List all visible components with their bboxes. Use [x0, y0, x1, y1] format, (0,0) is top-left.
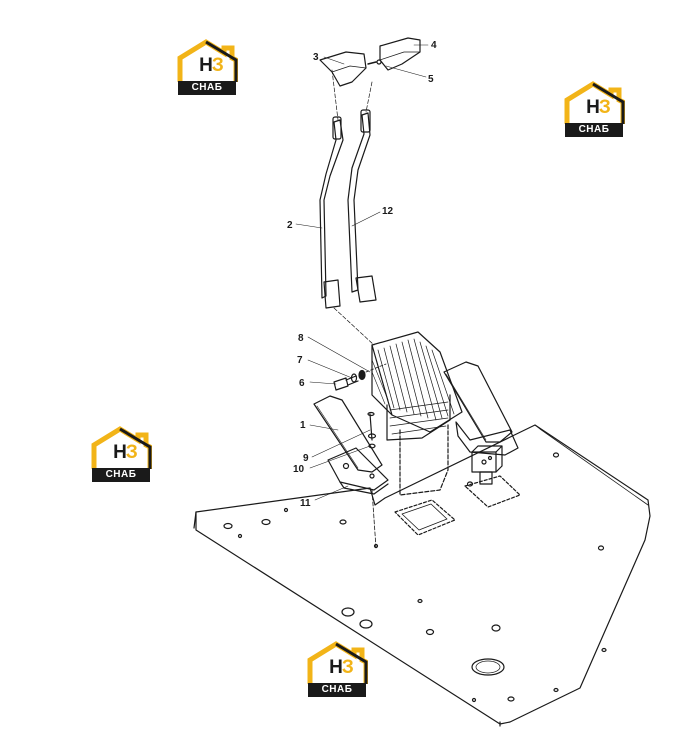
callout-6: 6	[299, 378, 305, 389]
leader-lines	[295, 44, 429, 501]
callout-7: 7	[297, 355, 303, 366]
callout-1: 1	[300, 420, 306, 431]
callout-5: 5	[428, 74, 434, 85]
callout-11: 11	[300, 498, 311, 509]
house-roof-icon	[307, 641, 368, 684]
logo-letter-left: Н	[329, 657, 343, 678]
watermark-logo: НЗ СНАБ	[90, 425, 152, 485]
callout-4: 4	[431, 40, 437, 51]
logo-letter-right: З	[211, 55, 224, 76]
watermark-logo: НЗ СНАБ	[176, 38, 238, 98]
logo-letter-left: Н	[199, 55, 213, 76]
left-pedal	[313, 395, 389, 549]
callout-12: 12	[382, 206, 394, 217]
house-roof-icon	[564, 81, 625, 124]
callout-9: 9	[303, 453, 309, 464]
floor-plate	[193, 424, 651, 727]
right-pedal	[443, 361, 519, 485]
lever-handle-left	[319, 51, 367, 87]
logo-letter-left: Н	[113, 442, 127, 463]
screw	[367, 59, 382, 65]
callout-10: 10	[293, 464, 305, 475]
logo-plate-text: СНАБ	[565, 123, 623, 137]
callouts: 3 4 5 2 12 8 7 6 1 9 10 11	[287, 40, 437, 509]
logo-plate-text: СНАБ	[92, 468, 150, 482]
bolt-and-washers	[333, 363, 387, 391]
logo-plate-text: СНАБ	[308, 683, 366, 697]
logo-letter-left: Н	[586, 97, 600, 118]
callout-8: 8	[298, 333, 304, 344]
lever-handle-right	[379, 37, 421, 71]
watermark-logo: НЗ СНАБ	[306, 640, 368, 700]
logo-plate-text: СНАБ	[178, 81, 236, 95]
house-roof-icon	[91, 426, 152, 469]
control-valve-body	[371, 331, 463, 496]
callout-2: 2	[287, 220, 293, 231]
lever-right	[347, 81, 377, 303]
watermark-logo: НЗ СНАБ	[563, 80, 625, 140]
logo-letter-right: З	[125, 442, 138, 463]
logo-letter-right: З	[598, 97, 611, 118]
house-roof-icon	[177, 39, 238, 82]
lever-left	[319, 69, 375, 346]
callout-3: 3	[313, 52, 319, 63]
logo-letter-right: З	[341, 657, 354, 678]
